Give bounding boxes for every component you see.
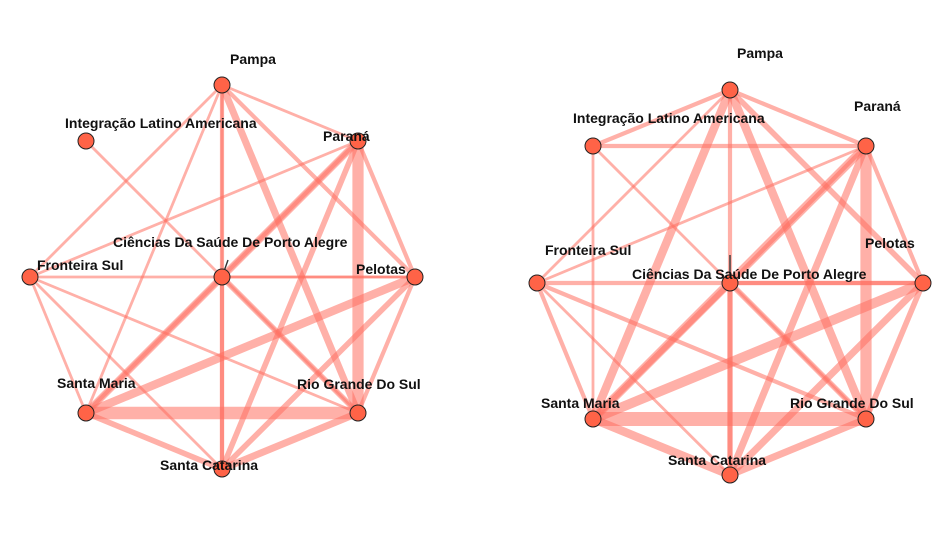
node-label-integracao: Integração Latino Americana — [573, 110, 765, 126]
edge-riogrande-santacatarina — [728, 415, 868, 479]
edge-parana-pelotas — [356, 140, 417, 278]
node-label-santamaria: Santa Maria — [541, 395, 620, 411]
edge-parana-ciencias — [728, 144, 868, 285]
node-santamaria[interactable] — [584, 410, 602, 428]
edge-parana-fronteira — [536, 144, 867, 285]
edge-ciencias-santamaria — [84, 275, 224, 415]
edge-santamaria-santacatarina — [84, 410, 224, 472]
node-pampa[interactable] — [721, 81, 739, 99]
edge-riogrande-santacatarina — [220, 409, 360, 473]
node-ciencias[interactable] — [721, 274, 739, 292]
node-pelotas[interactable] — [914, 274, 932, 292]
node-label-pelotas: Pelotas — [865, 235, 915, 251]
node-fronteira[interactable] — [528, 274, 546, 292]
node-integracao[interactable] — [77, 132, 95, 150]
node-layer-left — [21, 76, 424, 478]
node-pampa[interactable] — [213, 76, 231, 94]
edge-ciencias-santamaria — [591, 281, 732, 421]
node-santacatarina[interactable] — [213, 460, 231, 478]
edge-pampa-santamaria — [84, 84, 224, 414]
edge-pampa-integracao — [592, 88, 731, 148]
node-santamaria[interactable] — [77, 404, 95, 422]
node-label-santacatarina: Santa Catarina — [160, 457, 258, 473]
edge-fronteira-santamaria — [535, 282, 595, 420]
node-label-ciencias: Ciências Da Saúde De Porto Alegre — [632, 266, 867, 282]
edge-santamaria-santacatarina — [591, 415, 732, 479]
node-label-parana: Paraná — [323, 128, 370, 144]
edge-pampa-parana — [221, 83, 359, 143]
edge-pelotas-santacatarina — [220, 275, 417, 471]
edge-pampa-parana — [729, 88, 867, 148]
node-label-pampa: Pampa — [230, 51, 276, 67]
node-santacatarina[interactable] — [721, 466, 739, 484]
node-label-ciencias: Ciências Da Saúde De Porto Alegre — [113, 234, 348, 250]
edge-layer-left — [28, 83, 417, 473]
edge-ciencias-riogrande — [220, 275, 360, 415]
node-label-riogrande: Rio Grande Do Sul — [790, 395, 914, 411]
edge-pelotas-santamaria — [591, 278, 925, 424]
node-label-parana: Paraná — [854, 98, 901, 114]
node-parana[interactable] — [857, 137, 875, 155]
node-parana[interactable] — [349, 132, 367, 150]
node-riogrande[interactable] — [349, 404, 367, 422]
edge-parana-ciencias — [220, 139, 360, 279]
edge-parana-fronteira — [29, 139, 359, 279]
node-riogrande[interactable] — [857, 410, 875, 428]
node-label-santacatarina: Santa Catarina — [668, 452, 766, 468]
edge-parana-pelotas — [864, 145, 925, 284]
edge-ciencias-riogrande — [728, 281, 868, 421]
node-label-pelotas: Pelotas — [356, 261, 406, 277]
node-pelotas[interactable] — [406, 268, 424, 286]
node-label-santamaria: Santa Maria — [57, 375, 136, 391]
node-label-pampa: Pampa — [737, 45, 783, 61]
edge-pelotas-riogrande — [356, 276, 417, 414]
edge-fronteira-santamaria — [28, 276, 88, 414]
node-integracao[interactable] — [584, 137, 602, 155]
edge-pelotas-riogrande — [863, 281, 926, 421]
edge-pelotas-santacatarina — [727, 280, 926, 478]
node-fronteira[interactable] — [21, 268, 39, 286]
node-label-integracao: Integração Latino Americana — [65, 115, 257, 131]
node-label-riogrande: Rio Grande Do Sul — [297, 376, 421, 392]
node-label-fronteira: Fronteira Sul — [545, 242, 631, 258]
node-layer-right — [528, 81, 932, 484]
node-label-fronteira: Fronteira Sul — [37, 257, 123, 273]
node-ciencias[interactable] — [213, 268, 231, 286]
edge-pelotas-santamaria — [84, 273, 417, 417]
